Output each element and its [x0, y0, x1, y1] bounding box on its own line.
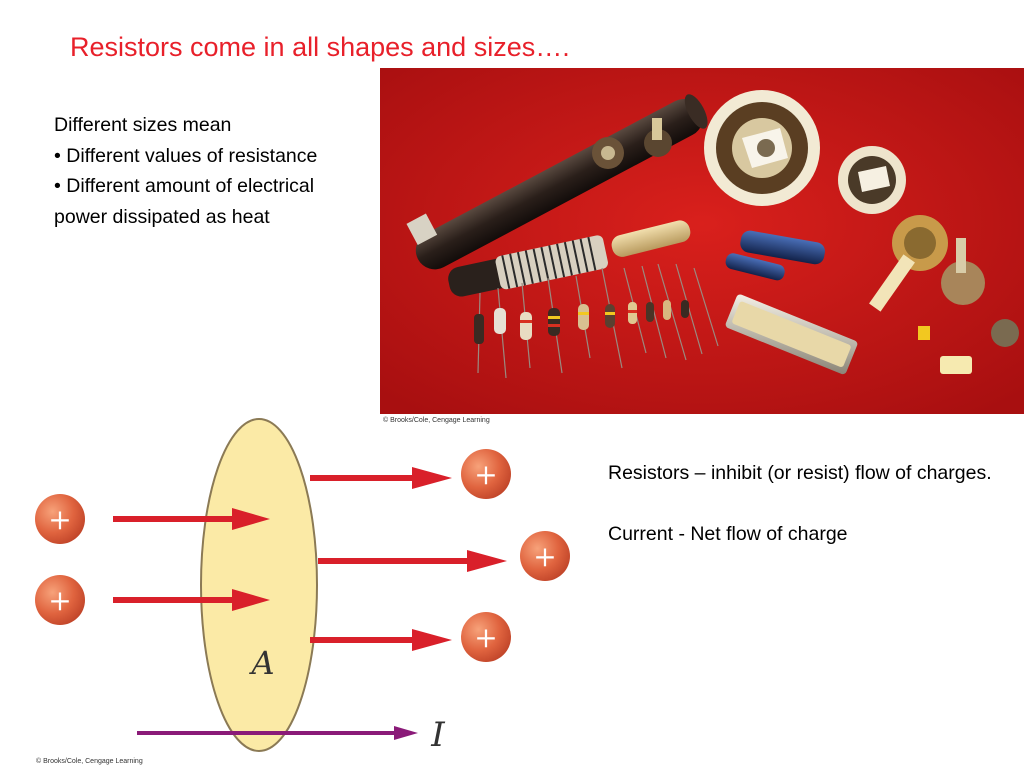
charge-symbol: +: [474, 458, 497, 491]
intro-text: Different sizes mean • Different values …: [54, 110, 354, 232]
cross-section-ellipse: [200, 418, 318, 752]
charge-left-top: +: [35, 494, 85, 544]
charge-left-bottom: +: [35, 575, 85, 625]
intro-bullet-2: • Different amount of electrical power d…: [54, 175, 315, 228]
outgoing-arrow-bottom: [310, 629, 452, 651]
charge-flow-diagram: + + + + + A I: [0, 416, 600, 756]
resistors-photo: [380, 68, 1024, 414]
charge-flow-svg: + + + + + A I: [35, 418, 570, 755]
incoming-arrow-bottom: [113, 589, 270, 611]
intro-bullet-1-text: Different values of resistance: [66, 144, 318, 167]
definition-spacer: [608, 489, 1008, 520]
definitions-text: Resistors – inhibit (or resist) flow of …: [608, 458, 1008, 550]
resistors-definition: Resistors – inhibit (or resist) flow of …: [608, 462, 992, 484]
photo-credit: © Brooks/Cole, Cengage Learning: [383, 417, 490, 424]
intro-bullet-1: • Different values of resistance: [54, 144, 318, 167]
charge-symbol: +: [533, 540, 556, 573]
intro-lead: Different sizes mean: [54, 114, 232, 136]
charge-right-top: +: [461, 449, 511, 499]
current-arrow: [137, 726, 418, 740]
charge-right-middle: +: [520, 531, 570, 581]
slide-title: Resistors come in all shapes and sizes….: [70, 32, 570, 62]
charge-symbol: +: [48, 584, 71, 617]
diagram-credit: © Brooks/Cole, Cengage Learning: [36, 758, 143, 765]
area-label: A: [248, 644, 274, 682]
charge-right-bottom: +: [461, 612, 511, 662]
charge-symbol: +: [48, 503, 71, 536]
current-definition: Current - Net flow of charge: [608, 523, 848, 545]
outgoing-arrow-middle: [318, 550, 507, 572]
incoming-arrow-top: [113, 508, 270, 530]
outgoing-arrow-top: [310, 467, 452, 489]
charge-symbol: +: [474, 621, 497, 654]
intro-bullet-2-text: Different amount of electrical power dis…: [54, 175, 315, 228]
current-label: I: [430, 715, 445, 755]
resistors-photo-image: [380, 68, 1024, 414]
